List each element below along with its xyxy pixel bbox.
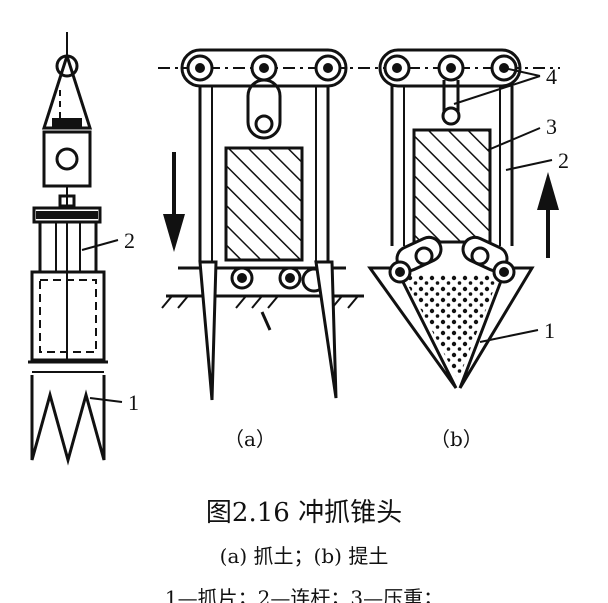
claw-left-a bbox=[198, 260, 218, 401]
callout-line-2-left bbox=[81, 239, 119, 251]
figure-subtitle: (a) 抓土；(b) 提土 bbox=[219, 544, 389, 568]
callout-line-1-right bbox=[479, 329, 539, 343]
panel-label-b: （b） bbox=[430, 427, 483, 451]
figure-legend: 1—抓片；2—连杆；3—压重； bbox=[164, 586, 444, 603]
soil-load bbox=[402, 274, 500, 380]
panel-label-a: （a） bbox=[224, 427, 276, 451]
callout-label-1-left: 1 bbox=[128, 390, 139, 415]
motor-box bbox=[42, 130, 92, 188]
callout-label-2-right: 2 bbox=[558, 148, 569, 173]
press-weight-b bbox=[412, 128, 492, 244]
callout-label-3: 3 bbox=[546, 114, 557, 139]
hanger-link-a bbox=[246, 78, 282, 140]
callout-line-4b bbox=[503, 67, 541, 77]
cone-head bbox=[41, 51, 93, 130]
figure-title: 图2.16 冲抓锥头 bbox=[205, 498, 403, 528]
callout-line-1-left bbox=[89, 397, 123, 403]
left-assembly bbox=[28, 32, 123, 466]
callout-label-1-right: 1 bbox=[544, 318, 555, 343]
claw-left-b bbox=[367, 266, 458, 389]
pulley-belt-b bbox=[378, 48, 522, 88]
press-weight-a bbox=[224, 146, 304, 262]
callout-line-2-right bbox=[505, 159, 553, 171]
body-casing bbox=[30, 270, 106, 362]
claw-teeth bbox=[30, 375, 106, 466]
panel-b-lift bbox=[367, 48, 553, 389]
callout-label-4: 4 bbox=[546, 64, 557, 89]
claw-right-a bbox=[314, 260, 338, 399]
claw-right-b bbox=[458, 266, 535, 389]
callout-label-2-left: 2 bbox=[124, 228, 135, 253]
pulley-belt-a bbox=[180, 48, 348, 88]
callout-line-3 bbox=[487, 127, 541, 151]
panel-a-grab bbox=[158, 48, 560, 401]
up-arrow bbox=[537, 172, 559, 210]
callout-line-4a bbox=[453, 75, 541, 105]
down-arrow bbox=[163, 214, 185, 252]
